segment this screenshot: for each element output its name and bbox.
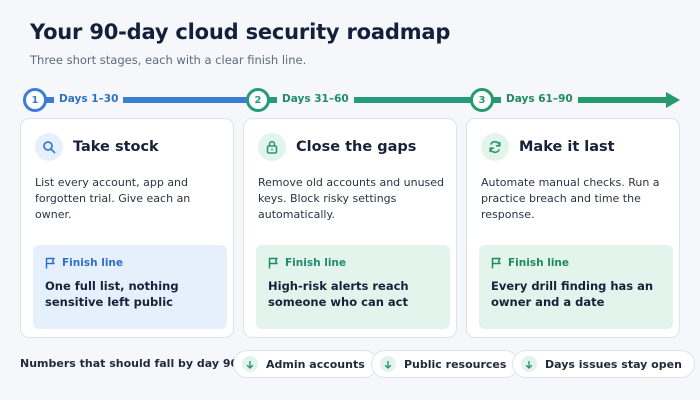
stage-card-body: List every account, app and forgotten tr…: [35, 176, 191, 221]
arrow-down-icon: [521, 356, 537, 372]
stage-1-days: Days 1–30: [54, 93, 124, 105]
metric-pill-label: Admin accounts: [266, 357, 365, 371]
flag-icon: [268, 257, 278, 269]
finish-line-box: Finish line One full list, nothing sensi…: [33, 245, 227, 329]
stage-card-body: Remove old accounts and unused keys. Blo…: [258, 176, 445, 221]
metric-pill-label: Public resources: [404, 357, 507, 371]
finish-line-box: Finish line Every drill finding has an o…: [479, 245, 673, 329]
flag-icon: [491, 257, 501, 269]
stage-1-number: 1: [23, 88, 47, 112]
stage-card-2: Close the gaps Remove old accounts and u…: [243, 118, 457, 338]
timeline: 1 Days 1–30 2 Days 31–60 3 Days 61–90: [0, 86, 700, 116]
metric-pill-label: Days issues stay open: [545, 357, 682, 371]
arrow-down-icon: [380, 356, 396, 372]
stage-2-days: Days 31–60: [277, 93, 354, 105]
page-title: Your 90-day cloud security roadmap: [30, 20, 451, 44]
finish-label: Finish line: [508, 257, 570, 269]
page-subtitle: Three short stages, each with a clear fi…: [30, 53, 307, 67]
stage-card-3: Make it last Automate manual checks. Run…: [466, 118, 680, 338]
stage-card-title: Take stock: [73, 139, 159, 155]
refresh-icon: [481, 133, 509, 161]
stage-3-number: 3: [470, 88, 494, 112]
arrow-down-icon: [242, 356, 258, 372]
search-icon: [35, 133, 63, 161]
stage-2-number: 2: [246, 88, 270, 112]
stage-3-days: Days 61–90: [501, 93, 578, 105]
finish-label: Finish line: [62, 257, 124, 269]
stage-card-1: Take stock List every account, app and f…: [20, 118, 234, 338]
timeline-segment-1: [36, 97, 258, 103]
lock-icon: [258, 133, 286, 161]
finish-line-box: Finish line High-risk alerts reach someo…: [256, 245, 450, 329]
metric-pill-public-resources: Public resources: [371, 350, 520, 378]
metric-pill-days-issues-open: Days issues stay open: [512, 350, 695, 378]
finish-text: Every drill finding has an owner and a d…: [491, 279, 654, 309]
metric-pill-admin-accounts: Admin accounts: [233, 350, 378, 378]
finish-label: Finish line: [285, 257, 347, 269]
finish-text: One full list, nothing sensitive left pu…: [45, 279, 179, 309]
finish-text: High-risk alerts reach someone who can a…: [268, 279, 409, 309]
stage-card-title: Make it last: [519, 139, 615, 155]
stage-card-title: Close the gaps: [296, 139, 417, 155]
flag-icon: [45, 257, 55, 269]
stage-card-body: Automate manual checks. Run a practice b…: [481, 176, 660, 221]
timeline-segment-2: [258, 97, 482, 103]
metrics-label: Numbers that should fall by day 90:: [20, 357, 243, 370]
timeline-arrow-icon: [666, 92, 680, 108]
